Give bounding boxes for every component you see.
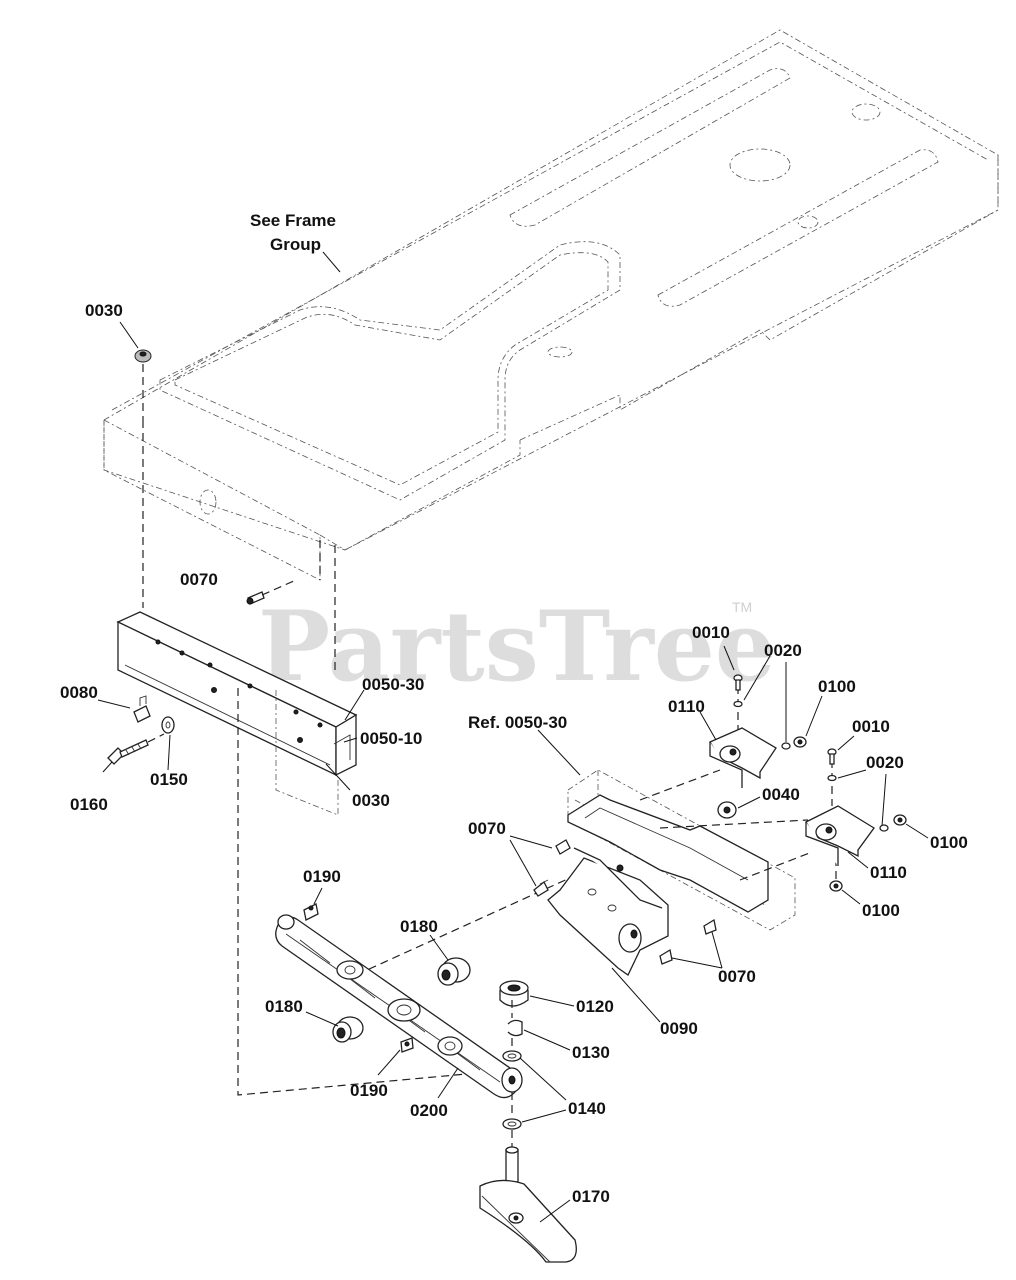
callout-0100-upper: 0100 [818,677,856,696]
washer-0020-lower [827,774,837,782]
callout-0120: 0120 [576,997,614,1016]
bolt-0070-right-a [703,918,717,935]
callout-0010-lower: 0010 [852,717,890,736]
callout-0030-mid: 0030 [352,791,390,810]
washer-0150 [161,716,175,734]
callout-ref-0050-30: Ref. 0050-30 [468,713,567,732]
callout-0140: 0140 [568,1099,606,1118]
callout-0070-center: 0070 [468,819,506,838]
callout-0050-30: 0050-30 [362,675,424,694]
callout-0190-bottom: 0190 [350,1081,388,1100]
frame-group-leader [322,251,341,273]
grease-fitting-0190-top [303,903,319,921]
nut-0100-upper [781,736,807,750]
clip-0130 [507,1019,523,1037]
callout-0180-right: 0180 [400,917,438,936]
nut-0030-top [134,349,152,363]
washer-0140-upper [502,1050,522,1062]
nut-0100-bottom [829,880,843,892]
callout-0150: 0150 [150,770,188,789]
bracket-0110-lower [805,805,875,866]
callout-0050-10: 0050-10 [360,729,422,748]
callout-0070-left: 0070 [180,570,218,589]
callout-0020-lower: 0020 [866,753,904,772]
callout-0190-top: 0190 [303,867,341,886]
washer-0040 [717,801,737,819]
axle-support-0090 [547,794,769,976]
callout-0090: 0090 [660,1019,698,1038]
frame [103,29,999,581]
callout-0170: 0170 [572,1187,610,1206]
watermark-trademark: TM [732,599,752,615]
grease-fitting-0190-bottom [400,1037,414,1053]
spindle-0170 [479,1146,577,1263]
front-axle-0200 [275,914,523,1099]
washer-0020-upper [733,700,743,708]
bracket-0110-upper [709,727,777,788]
bolt-0070-right-b [659,948,673,965]
frame-group-label-line2: Group [270,235,321,254]
callout-0130: 0130 [572,1043,610,1062]
callout-0100-bottom: 0100 [862,901,900,920]
callout-0100-side: 0100 [930,833,968,852]
frame-group-label-line1: See Frame [250,211,336,230]
callout-0110-lower: 0110 [870,863,907,882]
bolt-0080 [133,695,151,723]
bolt-0010-lower [827,748,837,765]
bushing-0180-left [332,1016,364,1043]
callout-0160: 0160 [70,795,108,814]
bushing-0180-right [437,957,471,986]
callout-0180-left: 0180 [265,997,303,1016]
callout-0200: 0200 [410,1101,448,1120]
bolt-0070-upper [555,839,571,855]
nut-0100-side [879,814,907,832]
callout-0110-upper: 0110 [668,697,705,716]
callout-0020-upper: 0020 [764,641,802,660]
callout-0010-upper: 0010 [692,623,730,642]
bolt-0070-left [246,591,265,605]
cap-0120 [499,980,529,1007]
axle-channel-0050 [116,611,358,777]
bolt-0160 [107,739,149,765]
callout-0070-bottom: 0070 [718,967,756,986]
bolt-0010-upper [733,674,743,691]
callout-0040: 0040 [762,785,800,804]
callout-0030-top: 0030 [85,301,123,320]
callout-0080: 0080 [60,683,98,702]
bolt-0070-lower [533,879,549,897]
watermark: PartsTree [258,590,776,703]
washer-0140-lower [502,1118,522,1130]
